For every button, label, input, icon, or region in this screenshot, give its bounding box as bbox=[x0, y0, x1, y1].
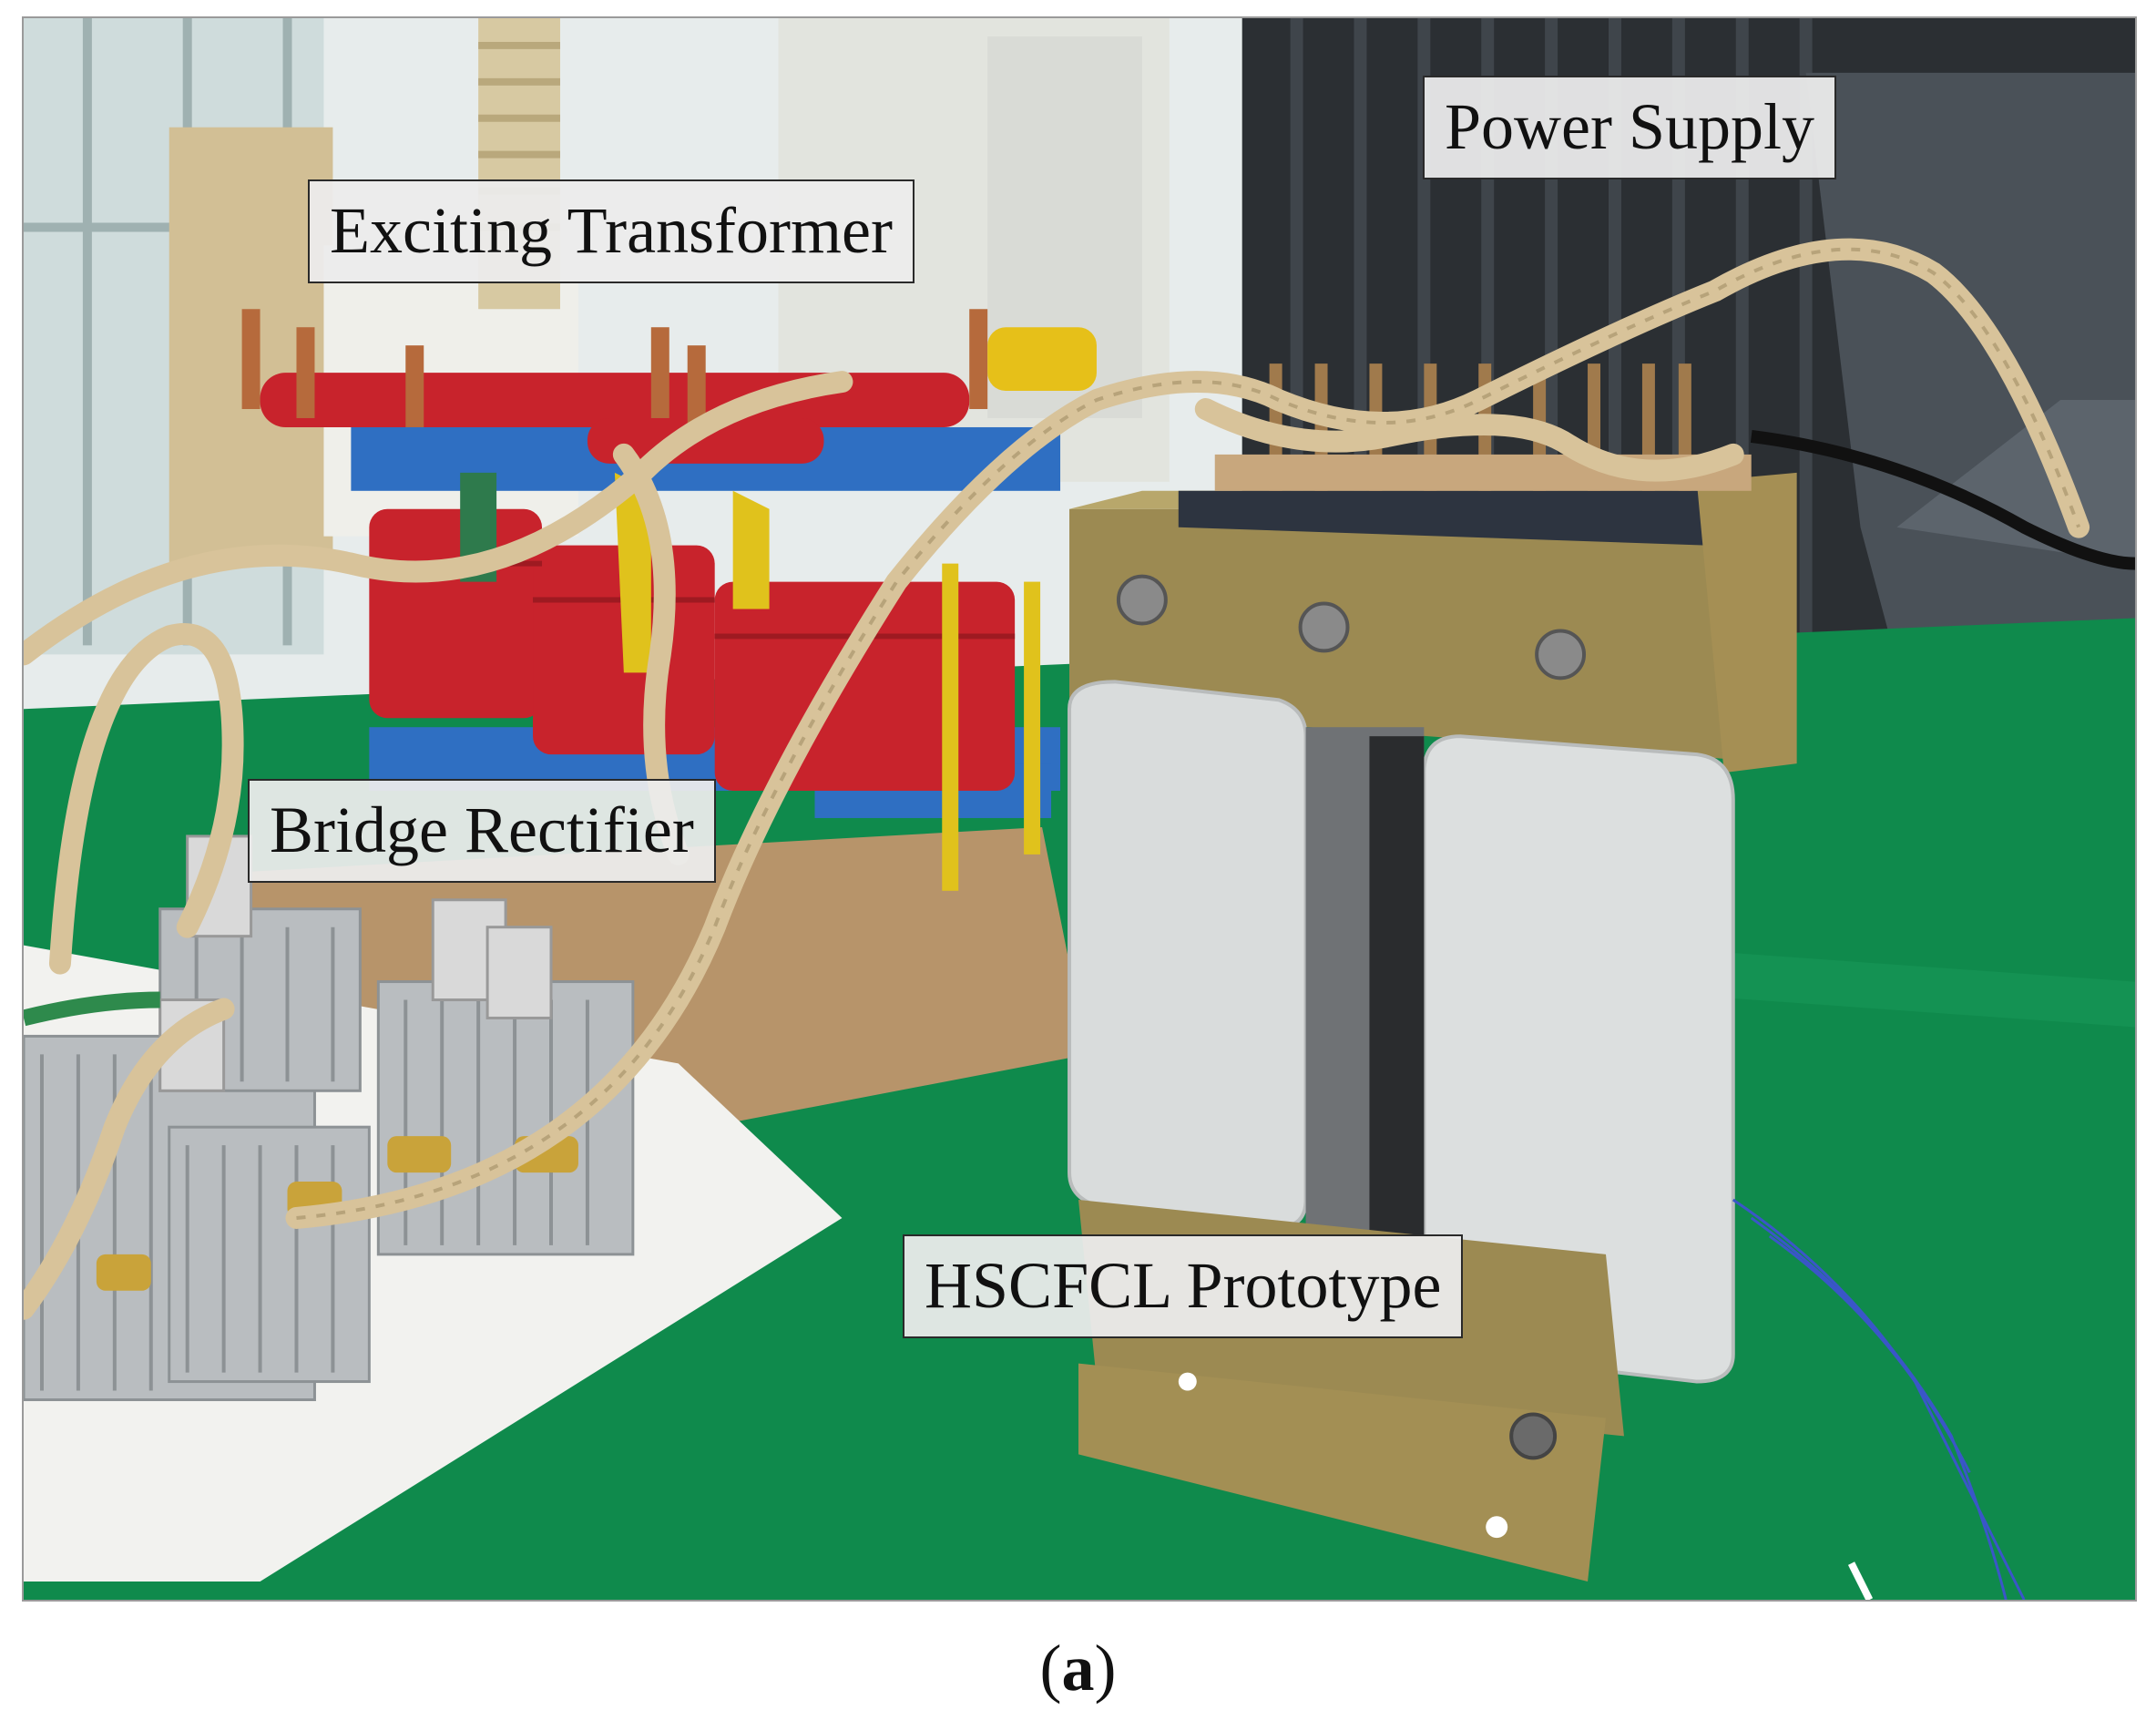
power-supply-label: Power Supply bbox=[1423, 76, 1837, 179]
caption-letter: a bbox=[1061, 1632, 1095, 1704]
hscfcl-prototype-label: HSCFCL Prototype bbox=[903, 1234, 1464, 1338]
caption-close-paren: ) bbox=[1094, 1632, 1117, 1704]
exciting-transformer-label: Exciting Transformer bbox=[308, 179, 915, 283]
figure-caption: (a) bbox=[0, 1631, 2156, 1706]
bridge-rectifier-label: Bridge Rectifier bbox=[248, 779, 716, 883]
caption-open-paren: ( bbox=[1039, 1632, 1062, 1704]
